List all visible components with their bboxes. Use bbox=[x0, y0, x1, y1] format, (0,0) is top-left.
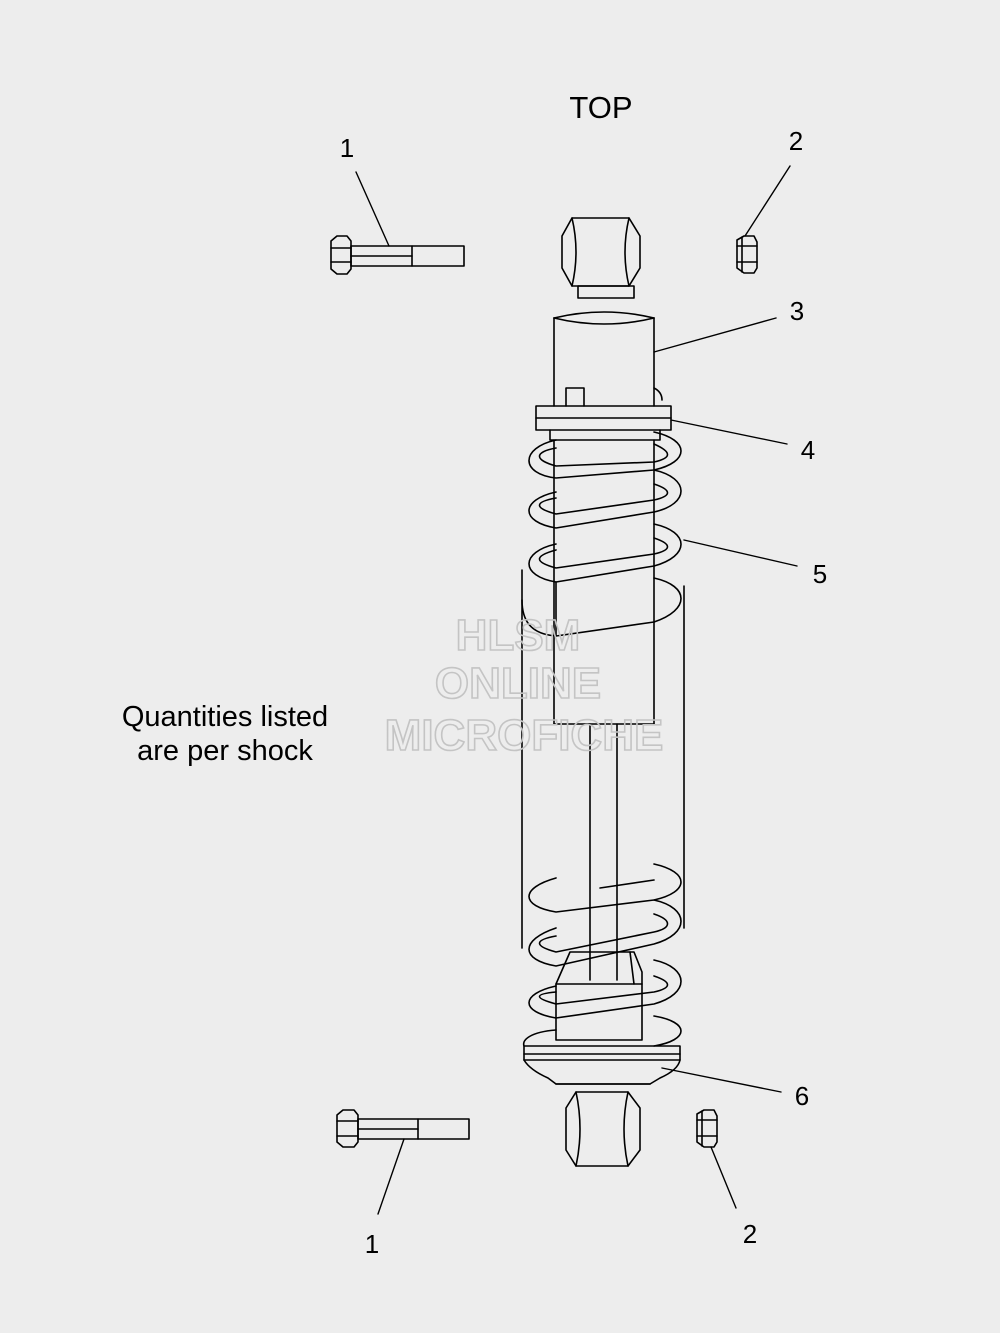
top-bolt bbox=[330, 235, 465, 275]
coil-spring-lower bbox=[522, 863, 682, 1047]
callout-spring: 5 bbox=[813, 559, 827, 589]
top-orientation-label: TOP bbox=[569, 90, 632, 125]
upper-cylinder bbox=[553, 439, 655, 981]
watermark-line3: MICROFICHE bbox=[385, 711, 664, 760]
callout-bottom-nut: 2 bbox=[743, 1219, 757, 1249]
spring-collar bbox=[535, 405, 672, 441]
top-nut bbox=[736, 235, 758, 274]
leader-lines bbox=[355, 165, 798, 1215]
lower-spring-seat bbox=[523, 1045, 681, 1085]
shock-body bbox=[553, 311, 663, 407]
quantity-note-line1: Quantities listed bbox=[121, 701, 329, 733]
coil-spring bbox=[521, 431, 682, 637]
callout-top-nut: 2 bbox=[789, 126, 803, 156]
outer-sleeve bbox=[521, 569, 685, 949]
quantity-note-line2: are per shock bbox=[137, 735, 313, 767]
bottom-bolt bbox=[336, 1109, 470, 1148]
callout-lower-seat: 6 bbox=[795, 1081, 809, 1111]
lower-mount bbox=[555, 951, 643, 1041]
callout-collar: 4 bbox=[801, 435, 815, 465]
top-eye bbox=[561, 217, 641, 299]
callout-body: 3 bbox=[790, 296, 804, 326]
watermark-line2: ONLINE bbox=[435, 659, 601, 708]
quantity-note: Quantities listed are per shock bbox=[90, 700, 360, 768]
callout-bottom-bolt: 1 bbox=[365, 1229, 379, 1259]
bottom-eye bbox=[565, 1091, 641, 1167]
bottom-nut bbox=[696, 1109, 718, 1148]
callout-top-bolt: 1 bbox=[340, 133, 354, 163]
watermark-line1: HLSM bbox=[456, 611, 581, 660]
watermark: HLSM ONLINE MICROFICHE bbox=[384, 610, 664, 761]
